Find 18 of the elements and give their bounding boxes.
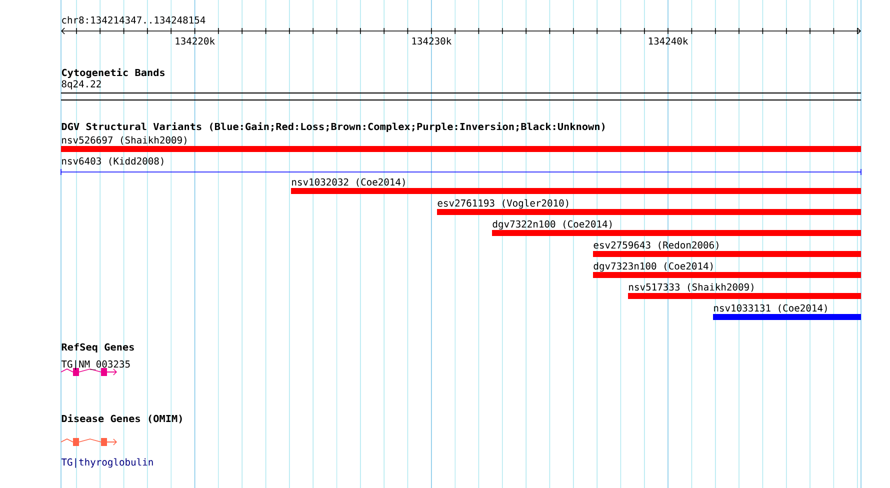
variant-label: dgv7323n100 (Coe2014) [594, 262, 713, 272]
gene-label: TG|NM_003235 [61, 360, 130, 370]
variant-label: nsv1033131 (Coe2014) [714, 304, 827, 313]
variant-label: dgv7322n100 (Coe2014) [492, 220, 612, 230]
chromosome-band: 8q24.22 [60, 80, 862, 100]
tick-label: 134240k [648, 37, 688, 45]
track-title: Disease Genes (OMIM) [62, 414, 182, 424]
variant-label: esv2761193 (Vogler2010) [438, 199, 568, 209]
variant-label: nsv1032032 (Coe2014) [292, 178, 405, 187]
variant-label: nsv6403 (Kidd2008) [62, 157, 164, 166]
variant-label: nsv517333 (Shaikh2009) [629, 283, 754, 292]
position-label: chr8:134214347..134248154 [62, 16, 206, 24]
track-title: DGV Structural Variants (Blue:Gain;Red:Loss;Brown:Complex;Purple:Inversion;Black:Unknown) [62, 122, 604, 132]
variant-label: esv2759643 (Redon2006) [594, 241, 718, 250]
variant-label: nsv526697 (Shaikh2009) [62, 136, 186, 145]
tick-label: 134230k [412, 37, 452, 45]
tick-label: 134220k [176, 37, 215, 45]
gene-label: TG|thyroglobulin [61, 458, 153, 468]
